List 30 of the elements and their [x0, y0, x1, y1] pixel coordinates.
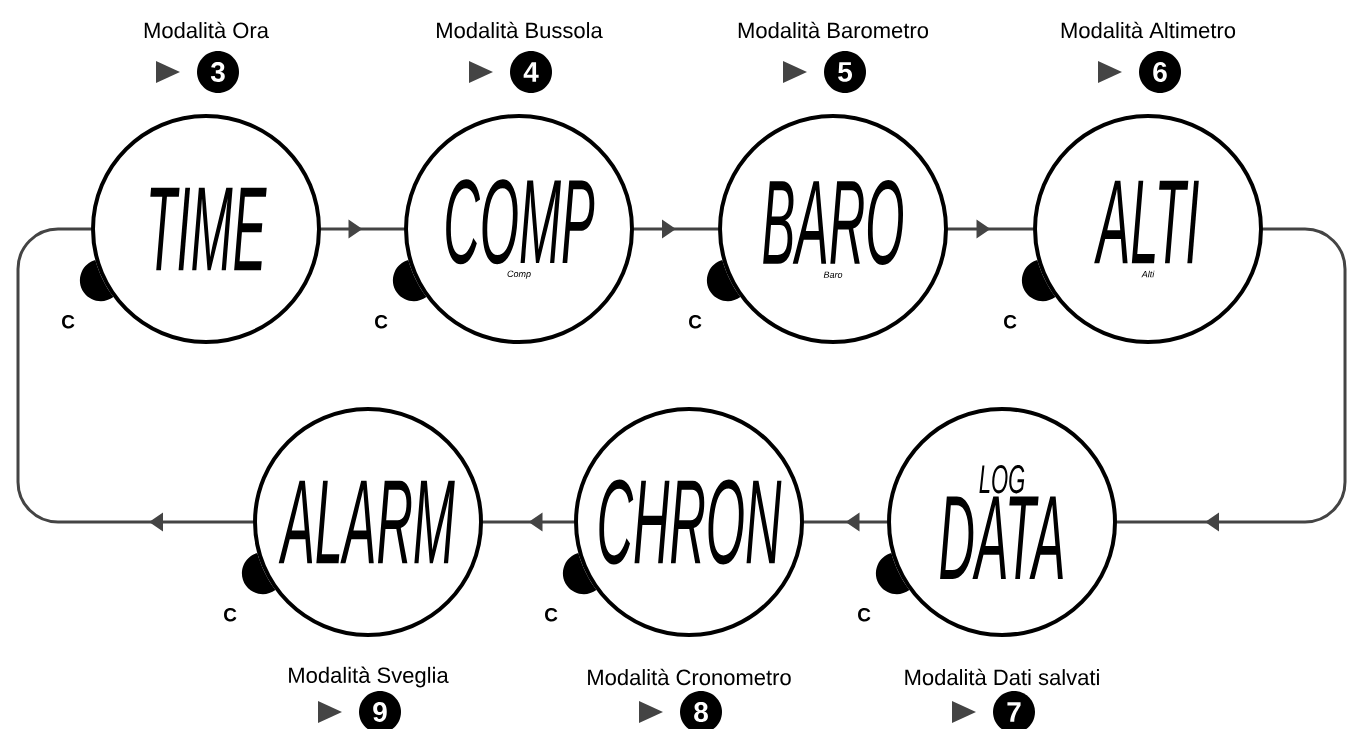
watch-face: BARO Baro — [718, 114, 948, 344]
mode-title: Modalità Altimetro — [1061, 21, 1236, 39]
mode-title: Modalità Bussola — [437, 21, 603, 39]
watch-face: COMP Comp — [404, 114, 634, 344]
page-number-badge: 3 — [197, 51, 239, 93]
watch-face: ALARM — [253, 407, 483, 637]
page-number-badge: 7 — [993, 691, 1035, 729]
watch-face: CHRON — [574, 407, 804, 637]
page-number-badge: 8 — [680, 691, 722, 729]
button-label: C — [375, 314, 388, 329]
arrow — [16, 227, 253, 532]
watch-face: LOG DATA — [887, 407, 1117, 637]
mode-title: Modalità Sveglia — [289, 666, 449, 688]
button-label: C — [1004, 314, 1017, 329]
mode-title: Modalità Barometro — [738, 21, 929, 39]
arrow — [1117, 227, 1347, 532]
button-label: C — [858, 607, 871, 622]
page-number-badge: 5 — [824, 51, 866, 93]
button-label: C — [689, 314, 702, 329]
watch-face: TIME — [91, 114, 321, 344]
page-number-badge: 4 — [510, 51, 552, 93]
button-label: C — [62, 314, 75, 329]
page-number-badge: 6 — [1139, 51, 1181, 93]
mode-title: Modalità Cronometro — [588, 668, 791, 686]
watch-face: ALTI Alti — [1033, 114, 1263, 344]
button-label: C — [545, 607, 558, 622]
mode-title: Modalità Dati salvati — [905, 668, 1099, 686]
mode-title: Modalità Ora — [144, 21, 269, 39]
page-number-badge: 9 — [359, 691, 401, 729]
button-label: C — [224, 607, 237, 622]
